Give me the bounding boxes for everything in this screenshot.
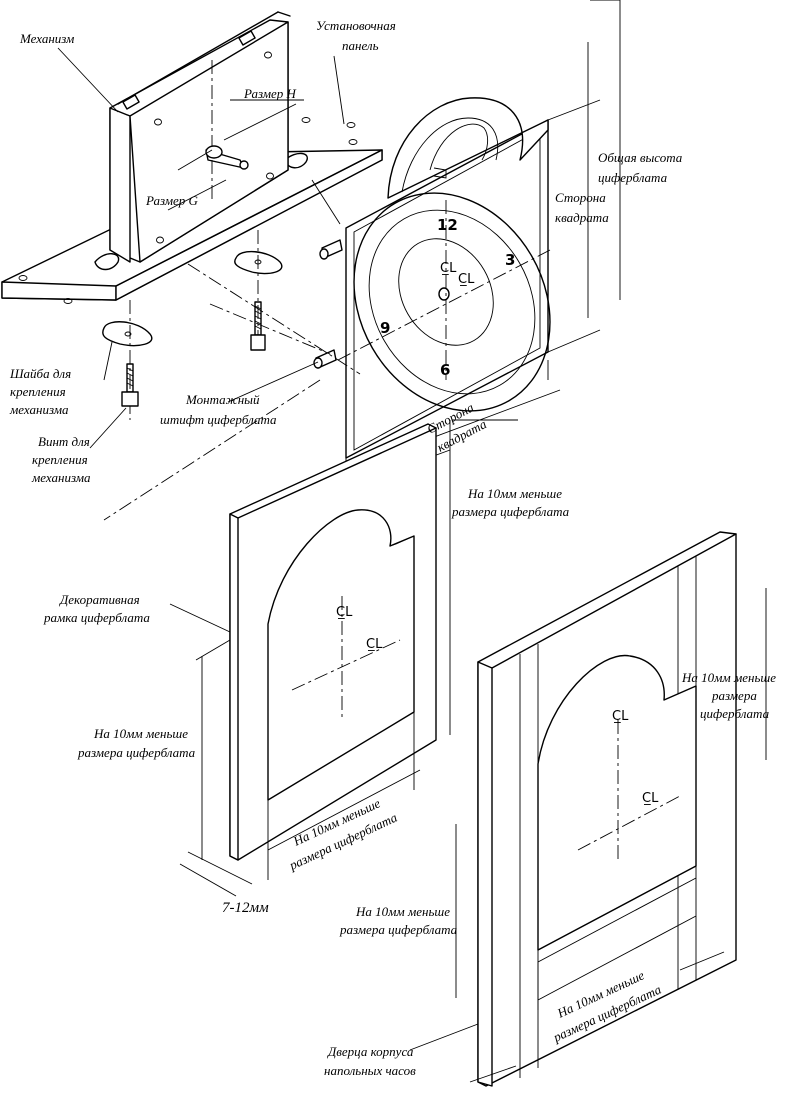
dial-number-9: 9 bbox=[380, 319, 390, 337]
label-mechanism: Механизм bbox=[19, 31, 74, 46]
label-less10-door-right: На 10мм меньше bbox=[681, 670, 776, 685]
label-washer: Шайба для bbox=[9, 366, 71, 381]
clock-mechanism bbox=[109, 11, 291, 263]
label-thickness: 7-12мм bbox=[222, 900, 269, 916]
label-total-height: Общая высота bbox=[598, 150, 683, 165]
label-mount-pin: штифт циферблата bbox=[160, 412, 277, 427]
label-mount-panel: Установочная bbox=[316, 18, 396, 33]
washer-and-screw-1 bbox=[234, 230, 283, 351]
label-mount-panel: панель bbox=[342, 38, 379, 53]
label-screw: Винт для bbox=[38, 434, 90, 449]
dial-number-12: 12 bbox=[437, 216, 458, 234]
label-less10-door-right: размера bbox=[711, 688, 757, 703]
label-less10-door-right: циферблата bbox=[700, 706, 770, 721]
label-less10-door-left: размера циферблата bbox=[339, 922, 458, 937]
centerline-mark: C̲L bbox=[440, 261, 457, 276]
door-dimension-lines bbox=[455, 588, 767, 1083]
label-screw: механизма bbox=[31, 470, 91, 485]
label-less10-top: размера циферблата bbox=[451, 504, 570, 519]
size-dimension-lines bbox=[167, 99, 304, 211]
label-less10-door-left: На 10мм меньше bbox=[355, 904, 450, 919]
frame-dimension-lines bbox=[179, 639, 421, 897]
label-washer: крепления bbox=[10, 384, 66, 399]
label-square-side-right: Сторона bbox=[555, 190, 606, 205]
washer-and-screw-2 bbox=[102, 300, 153, 420]
clock-case-door: C̲L C̲L bbox=[477, 531, 737, 1087]
decorative-frame: C̲L C̲L bbox=[229, 423, 437, 861]
label-deco-frame: рамка циферблата bbox=[43, 610, 150, 625]
dial-number-3: 3 bbox=[505, 251, 515, 269]
label-square-side-right: квадрата bbox=[555, 210, 609, 225]
label-screw: крепления bbox=[32, 452, 88, 467]
centerline-mark: C̲L bbox=[458, 272, 475, 287]
centerline-mark: C̲L bbox=[366, 637, 383, 652]
label-size-g: Размер G bbox=[145, 193, 199, 208]
label-less10-top: На 10мм меньше bbox=[467, 486, 562, 501]
label-size-h: Размер H bbox=[243, 86, 297, 101]
centerline-mark: C̲L bbox=[612, 709, 629, 724]
center-axis-lines bbox=[103, 263, 361, 521]
centerline-mark: C̲L bbox=[642, 791, 659, 806]
clock-dial: 12 3 6 9 C̲L C̲L bbox=[313, 97, 551, 459]
label-less10-left: На 10мм меньше bbox=[93, 726, 188, 741]
annotation-labels: Механизм Установочная панель Размер H Ра… bbox=[9, 18, 776, 1078]
label-mount-pin: Монтажный bbox=[185, 392, 260, 407]
label-door: напольных часов bbox=[324, 1063, 416, 1078]
label-washer: механизма bbox=[9, 402, 69, 417]
dial-number-6: 6 bbox=[440, 361, 450, 379]
label-total-height: циферблата bbox=[598, 170, 668, 185]
label-less10-left: размера циферблата bbox=[77, 745, 196, 760]
label-door: Дверца корпуса bbox=[326, 1044, 414, 1059]
label-deco-frame: Декоративная bbox=[58, 592, 140, 607]
centerline-mark: C̲L bbox=[336, 605, 353, 620]
leader-lines bbox=[57, 47, 479, 1051]
